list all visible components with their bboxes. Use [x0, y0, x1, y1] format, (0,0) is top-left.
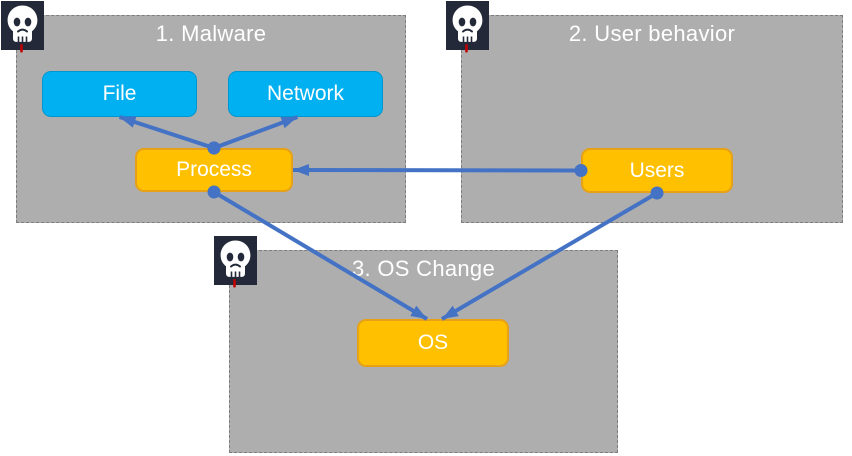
node-file[interactable]: File	[42, 71, 197, 117]
node-network[interactable]: Network	[228, 71, 383, 117]
skull-icon	[214, 236, 257, 288]
group-os-change-title: 3. OS Change	[351, 256, 496, 281]
skull-icon	[1, 1, 44, 53]
node-os[interactable]: OS	[357, 319, 509, 367]
node-users[interactable]: Users	[581, 148, 733, 193]
group-user-behavior-title: 2. User behavior	[568, 21, 736, 46]
group-malware-title: 1. Malware	[155, 21, 267, 46]
node-process[interactable]: Process	[135, 148, 293, 192]
skull-icon	[446, 1, 489, 53]
